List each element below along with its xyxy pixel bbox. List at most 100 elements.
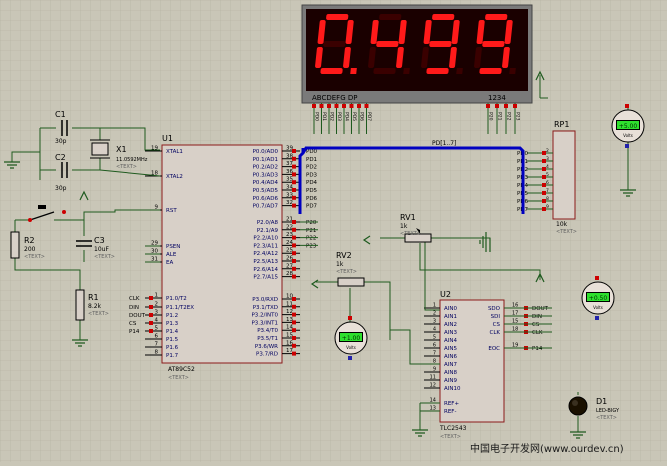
segment-d xyxy=(320,68,343,74)
u2-pin-name: REF+ xyxy=(444,401,459,407)
u1-pin-number: 12 xyxy=(286,309,293,315)
decimal-point xyxy=(403,68,410,74)
digit-2 xyxy=(368,14,410,74)
u1-pin-number: 7 xyxy=(155,342,159,348)
u2-pin-number: 4 xyxy=(433,327,436,333)
u2-pin-number: 15 xyxy=(512,319,518,325)
display-pin-marker xyxy=(357,104,361,108)
rv1-value: 1k xyxy=(400,223,408,230)
u2-body xyxy=(439,299,505,423)
u2-net-label: DOUT xyxy=(532,306,549,312)
rp1-pin-number: 8 xyxy=(546,196,549,202)
u1-pin-number: 17 xyxy=(286,348,293,354)
u1-part: AT89C52 xyxy=(168,366,195,373)
resistor-r2[interactable]: R2 200 <TEXT> xyxy=(10,231,45,260)
potentiometer-rv1[interactable]: RV1 1k <TEXT> xyxy=(400,213,432,243)
crystal-x1[interactable]: X1 11.0592MHz <TEXT> xyxy=(90,139,148,170)
display-seg-pin-label: PD2 xyxy=(329,112,335,121)
display-seg-pin-label: PD3 xyxy=(336,112,342,121)
segment-e xyxy=(474,47,482,68)
segment-e xyxy=(315,47,323,68)
u2-pin-name: AIN5 xyxy=(444,346,457,352)
display-seg-pin-label: PD1 xyxy=(321,112,327,121)
segment-e xyxy=(368,47,376,68)
u2-adc[interactable]: U2 TLC2543 <TEXT> 1AIN02AIN13AIN24AIN35A… xyxy=(424,290,549,440)
pin-marker xyxy=(292,227,296,232)
u2-pin-name: EOC xyxy=(488,346,500,352)
meter-reading: +0.50 xyxy=(589,295,608,302)
seven-segment-display[interactable]: ABCDEFG DP 1234 xyxy=(301,4,533,104)
u1-pin-number: 15 xyxy=(286,333,293,339)
u2-pin-number: 9 xyxy=(433,367,436,373)
segment-g xyxy=(376,41,399,47)
digit-4 xyxy=(474,14,516,74)
u1-pin-name: P3.7/RD xyxy=(256,352,278,358)
u1-pin-name: XTAL2 xyxy=(166,174,183,180)
rv2-value: 1k xyxy=(336,261,344,268)
display-pin-labels: ABCDEFG DP xyxy=(312,94,357,102)
r1-value: 8.2k xyxy=(88,303,102,310)
display-pin-marker xyxy=(364,104,369,108)
u1-pin-name: P3.4/T0 xyxy=(257,328,278,334)
capacitor-c1[interactable]: C1 30p xyxy=(55,110,68,145)
potentiometer-rv2[interactable]: RV2 1k <TEXT> xyxy=(336,251,365,287)
u1-pin-number: 6 xyxy=(155,334,159,340)
u1-net-label: P20 xyxy=(306,220,317,226)
u2-pin-name: SDO xyxy=(488,306,501,312)
segment-b xyxy=(504,20,513,44)
u1-net-label: PD6 xyxy=(306,196,318,202)
rv2-tag: <TEXT> xyxy=(336,269,357,275)
u1-pin-name: P2.7/A15 xyxy=(253,275,278,281)
led-d1[interactable]: D1 LED-BIGY <TEXT> xyxy=(568,396,620,421)
capacitor-c3[interactable]: C3 10uF <TEXT> xyxy=(76,236,115,260)
decimal-point xyxy=(509,68,516,74)
meter-lcd xyxy=(340,333,362,341)
u1-pin-name: P0.7/AD7 xyxy=(253,204,279,210)
segment-d xyxy=(373,68,396,74)
display-pin-marker xyxy=(513,104,517,108)
u2-pin-name: AIN8 xyxy=(444,370,457,376)
u1-pin-name: P1.0/T2 xyxy=(166,296,187,302)
u2-pin-number: 14 xyxy=(430,398,436,404)
rv1-ref: RV1 xyxy=(400,213,416,222)
u2-ref: U2 xyxy=(440,290,451,299)
pin-marker xyxy=(542,167,546,171)
u2-pin-number: 11 xyxy=(430,375,436,381)
pin-marker xyxy=(292,320,296,325)
u1-net-label: PD1 xyxy=(306,157,317,163)
u1-net-label: PD5 xyxy=(306,188,318,194)
u1-microcontroller[interactable]: U1 AT89C52 <TEXT> 19XTAL118XTAL29RST29PS… xyxy=(129,134,318,381)
c3-value: 10uF xyxy=(94,246,109,253)
capacitor-c2[interactable]: C2 30p xyxy=(55,153,68,192)
rp1-pin-number: 4 xyxy=(546,164,549,170)
x1-ref: X1 xyxy=(116,145,127,154)
reset-switch[interactable] xyxy=(28,205,66,222)
u1-pin-name: XTAL1 xyxy=(166,149,183,155)
u1-net-label: DIN xyxy=(129,305,139,311)
display-seg-pin-label: PD0 xyxy=(314,112,320,121)
u1-pin-number: 29 xyxy=(151,241,158,247)
meter-terminal xyxy=(625,144,629,148)
digit-3 xyxy=(421,14,463,74)
u2-pin-number: 5 xyxy=(433,335,436,341)
u1-net-label: PD2 xyxy=(306,165,317,171)
pin-marker xyxy=(292,343,296,348)
rp1-ref: RP1 xyxy=(554,120,569,129)
u1-pin-number: 38 xyxy=(286,153,293,159)
pin-marker xyxy=(542,183,546,187)
d1-ref: D1 xyxy=(596,397,607,406)
u2-pin-name: REF- xyxy=(444,409,456,415)
pin-marker xyxy=(292,351,296,356)
u1-pin-name: P3.2/INT0 xyxy=(251,313,278,319)
resistor-r1[interactable]: R1 8.2k <TEXT> xyxy=(75,289,109,321)
r1-ref: R1 xyxy=(88,293,99,302)
segment-c xyxy=(449,47,457,68)
u2-net-label: CS xyxy=(532,322,540,328)
digit-1 xyxy=(315,14,357,74)
u1-pin-name: P0.3/AD3 xyxy=(253,172,279,178)
r2-tag: <TEXT> xyxy=(24,254,45,260)
pin-marker xyxy=(149,313,153,317)
